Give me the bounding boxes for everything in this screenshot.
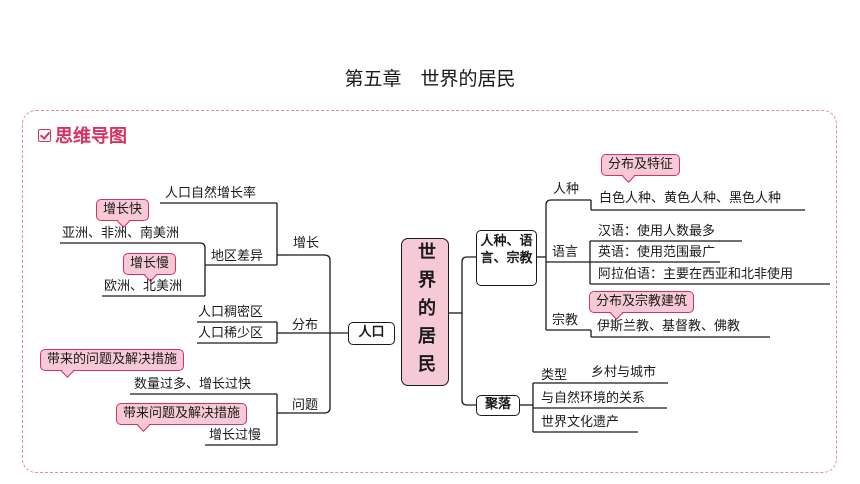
language-label: 语言 xyxy=(552,245,579,260)
sparse-area: 人口稀少区 xyxy=(198,326,264,341)
tag-distribution-buildings: 分布及宗教建筑 xyxy=(589,291,695,313)
religion-list: 伊斯兰教、基督教、佛教 xyxy=(597,319,741,334)
settlement-node: 聚落 xyxy=(476,395,520,416)
settlement-heritage: 世界文化遗产 xyxy=(541,415,620,430)
slow-growth-item: 增长过慢 xyxy=(209,428,262,443)
population-node: 人口 xyxy=(348,322,395,345)
race-language-religion-node: 人种、语言、宗教 xyxy=(476,230,537,286)
language-arabic: 阿拉伯语：主要在西亚和北非使用 xyxy=(598,267,794,282)
natural-growth-rate: 人口自然增长率 xyxy=(165,186,257,201)
mindmap-frame xyxy=(22,110,837,473)
slow-growth-regions: 欧洲、北美洲 xyxy=(104,279,183,294)
dense-area: 人口稠密区 xyxy=(198,305,264,320)
regional-difference: 地区差异 xyxy=(211,249,264,264)
settlement-type-value: 乡村与城市 xyxy=(591,365,657,380)
race-list: 白色人种、黄色人种、黑色人种 xyxy=(599,191,782,206)
tag-slow-growth: 增长慢 xyxy=(123,253,177,275)
growth-label: 增长 xyxy=(293,236,320,251)
tag-distribution-features: 分布及特征 xyxy=(601,154,681,176)
settlement-environment: 与自然环境的关系 xyxy=(541,391,646,406)
checkbox-icon xyxy=(38,128,51,142)
race-label: 人种 xyxy=(553,182,580,197)
settlement-type-label: 类型 xyxy=(541,368,568,383)
language-english: 英语：使用范围最广 xyxy=(598,245,716,260)
section-header-label: 思维导图 xyxy=(55,126,127,147)
tag-problems-measures-2: 带来问题及解决措施 xyxy=(116,403,248,425)
section-header: 思维导图 xyxy=(38,122,127,148)
overpopulation-item: 数量过多、增长过快 xyxy=(134,377,252,392)
page-title: 第五章 世界的居民 xyxy=(344,68,516,90)
center-node: 世界的居民 xyxy=(401,238,449,386)
religion-label: 宗教 xyxy=(552,313,579,328)
problems-label: 问题 xyxy=(292,398,319,413)
distribution-label: 分布 xyxy=(292,318,319,333)
language-chinese: 汉语：使用人数最多 xyxy=(598,224,716,239)
fast-growth-regions: 亚洲、非洲、南美洲 xyxy=(62,226,180,241)
tag-fast-growth: 增长快 xyxy=(96,199,150,221)
tag-problems-measures-1: 带来的问题及解决措施 xyxy=(40,349,185,371)
